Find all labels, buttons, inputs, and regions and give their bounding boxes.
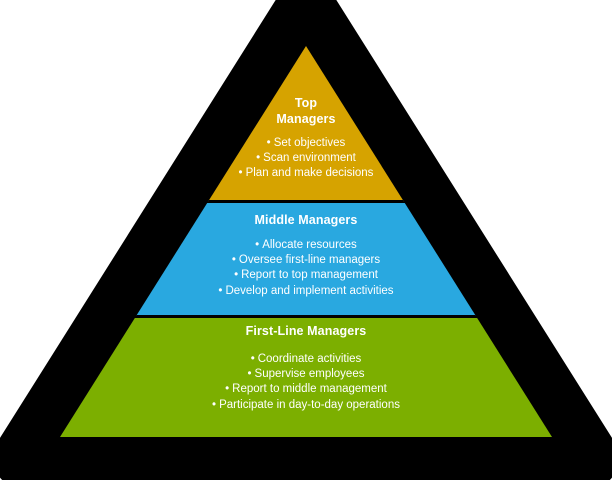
tier-band-first-line-managers [60, 318, 552, 437]
divider-middle-bottom [60, 315, 552, 318]
divider-top-middle [60, 200, 552, 203]
